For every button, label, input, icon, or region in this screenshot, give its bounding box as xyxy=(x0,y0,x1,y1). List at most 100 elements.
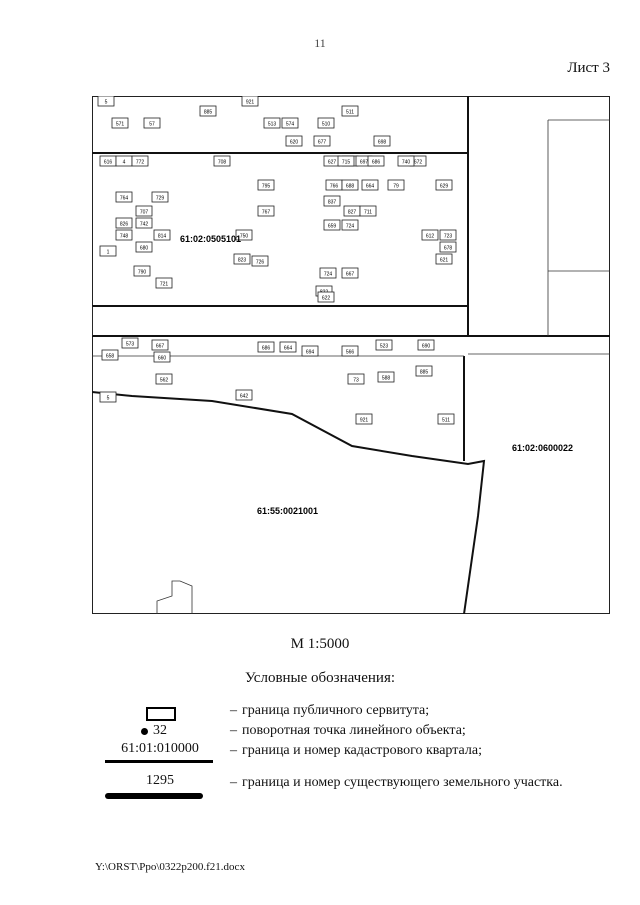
parcel-number: 690 xyxy=(422,344,431,350)
parcel-number: 573 xyxy=(126,342,135,348)
parcel xyxy=(421,229,439,241)
parcel-number: 750 xyxy=(240,234,249,240)
parcel-symbol: 1295 xyxy=(95,773,225,799)
parcel-number: 678 xyxy=(444,246,453,252)
parcel xyxy=(435,179,453,191)
parcel xyxy=(131,155,149,167)
parcel xyxy=(323,219,341,231)
cadastral-map: 8855921511513574510571571677620698714697… xyxy=(92,96,610,614)
parcel xyxy=(415,365,433,377)
sheet-label: Лист 3 xyxy=(567,60,610,76)
parcel xyxy=(153,229,171,241)
parcel-number: 574 xyxy=(286,122,295,128)
quarter-label-3: 61:55:0021001 xyxy=(257,506,318,516)
parcel-number: 621 xyxy=(440,258,449,264)
parcel-number: 79 xyxy=(393,184,399,190)
parcel xyxy=(263,117,281,129)
parcel xyxy=(341,105,359,117)
parcel-number: 921 xyxy=(246,100,255,106)
parcel-number: 659 xyxy=(328,224,337,230)
parcel xyxy=(387,179,405,191)
legend-dash: – xyxy=(230,775,237,790)
parcel xyxy=(367,155,385,167)
parcel-number: 620 xyxy=(290,140,299,146)
parcel-number: 616 xyxy=(104,160,113,166)
parcel-number: 672 xyxy=(414,160,423,166)
parcel xyxy=(143,117,161,129)
point-dot-icon xyxy=(141,728,148,735)
parcel-number: 795 xyxy=(262,184,271,190)
legend-dash: – xyxy=(230,723,237,738)
parcel xyxy=(251,255,269,267)
parcel xyxy=(375,339,393,351)
footer-path: Y:\ORST\Ppo\0322p200.f21.docx xyxy=(95,861,245,873)
parcel xyxy=(135,205,153,217)
parcel xyxy=(347,373,365,385)
parcel-number: 677 xyxy=(318,140,327,146)
legend-row-servitude: – граница публичного сервитута; xyxy=(95,703,615,725)
parcel xyxy=(155,373,173,385)
parcel xyxy=(135,241,153,253)
parcel-number: 826 xyxy=(120,222,129,228)
parcel-number: 680 xyxy=(140,246,149,252)
parcel-number: 612 xyxy=(426,234,435,240)
parcel-number: 715 xyxy=(342,160,351,166)
parcel-number: 708 xyxy=(218,160,227,166)
parcel-number: 723 xyxy=(444,234,453,240)
parcel xyxy=(337,155,355,167)
parcel-layer: 8855921511513574510571571677620698714697… xyxy=(97,96,457,425)
quarter-symbol: 61:01:010000 xyxy=(95,741,225,765)
parcel xyxy=(417,339,435,351)
parcel xyxy=(317,291,335,303)
parcel-number: 827 xyxy=(348,210,357,216)
parcel-number: 571 xyxy=(116,122,125,128)
parcel xyxy=(235,229,253,241)
parcel-number: 766 xyxy=(330,184,339,190)
parcel xyxy=(439,241,457,253)
parcel xyxy=(341,267,359,279)
parcel-number: 742 xyxy=(140,222,149,228)
parcel-number: 740 xyxy=(402,160,411,166)
parcel xyxy=(101,349,119,361)
parcel-number: 694 xyxy=(306,350,315,356)
parcel-number: 667 xyxy=(346,272,355,278)
parcel-number: 688 xyxy=(346,184,355,190)
parcel xyxy=(115,217,133,229)
parcel xyxy=(355,413,373,425)
parcel-number: 885 xyxy=(420,370,429,376)
parcel-number: 729 xyxy=(156,196,165,202)
parcel xyxy=(377,371,395,383)
parcel xyxy=(257,341,275,353)
parcel xyxy=(151,191,169,203)
parcel-number: 686 xyxy=(262,346,271,352)
parcel xyxy=(373,135,391,147)
quarter-boundaries xyxy=(92,96,610,614)
parcel xyxy=(115,229,133,241)
parcel xyxy=(153,351,171,363)
parcel xyxy=(199,105,217,117)
parcel-number: 772 xyxy=(136,160,145,166)
parcel-number: 823 xyxy=(238,258,247,264)
parcel xyxy=(341,345,359,357)
parcel-number: 511 xyxy=(346,110,354,116)
parcel-number: 698 xyxy=(378,140,387,146)
parcel xyxy=(241,96,259,107)
parcel xyxy=(99,245,117,257)
parcel-number: 73 xyxy=(353,378,359,384)
parcel xyxy=(257,205,275,217)
parcel xyxy=(281,117,299,129)
parcel-number: 921 xyxy=(360,418,369,424)
parcel-number: 513 xyxy=(268,122,277,128)
parcel xyxy=(397,155,415,167)
parcel-number: 667 xyxy=(156,344,165,350)
parcel xyxy=(319,267,337,279)
parcel xyxy=(341,179,359,191)
parcel xyxy=(235,389,253,401)
parcel-number: 748 xyxy=(120,234,129,240)
parcel xyxy=(151,339,169,351)
quarter-label-2: 61:02:0600022 xyxy=(512,443,573,453)
parcel-number: 5 xyxy=(105,100,108,106)
legend-dash: – xyxy=(230,743,237,758)
parcel-number: 4 xyxy=(123,160,126,166)
parcel xyxy=(301,345,319,357)
